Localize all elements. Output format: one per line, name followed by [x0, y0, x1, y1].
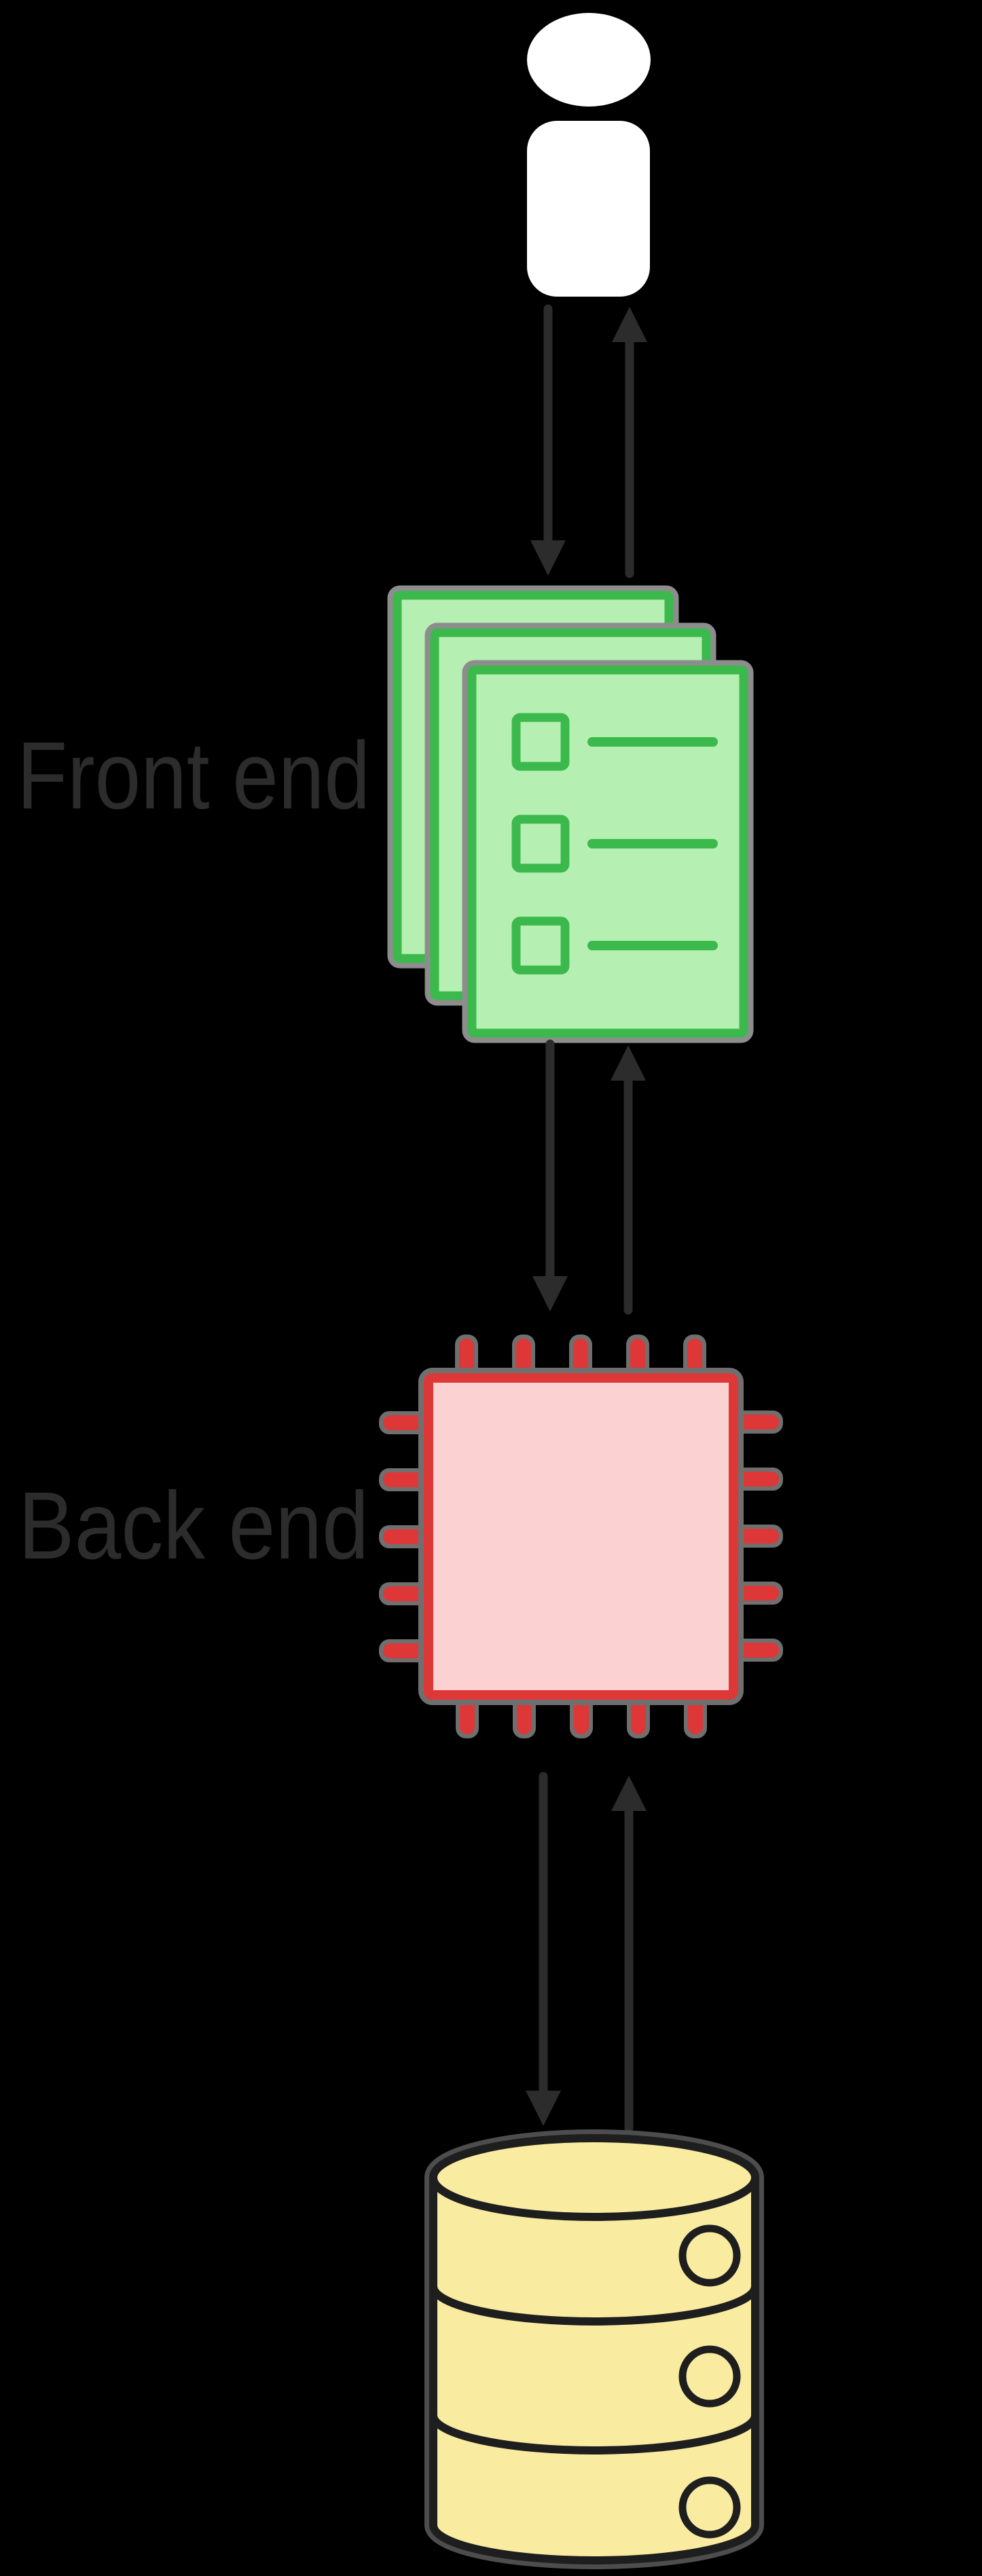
page-front: [462, 660, 754, 1043]
database-port-ring: [678, 2476, 741, 2539]
person-head: [527, 13, 651, 107]
backend-chip-icon: [379, 1334, 783, 1738]
database-port-ring: [678, 2345, 741, 2408]
database-divider: [429, 2414, 759, 2454]
arrow-up-icon: [611, 1045, 646, 1315]
arrows-backend-database: [526, 1772, 647, 2133]
frontend-pages-icon: [387, 585, 754, 1043]
database-cylinder-icon: [424, 2129, 764, 2569]
checkbox-icon: [511, 815, 570, 873]
chip-body: [424, 1373, 738, 1700]
arrow-down-icon: [530, 304, 566, 576]
arrow-up-icon: [612, 307, 647, 578]
arrow-down-icon: [526, 1772, 561, 2126]
arrow-up-icon: [611, 1776, 647, 2133]
database-divider: [429, 2285, 759, 2326]
arrow-down-icon: [532, 1039, 568, 1311]
database-port-ring: [678, 2224, 741, 2287]
checkbox-icon: [511, 916, 570, 975]
arrows-frontend-backend: [532, 1039, 646, 1315]
arrows-user-frontend: [530, 304, 647, 578]
front-end-label: Front end: [17, 722, 370, 829]
person-body: [527, 121, 650, 297]
database-top: [429, 2134, 759, 2221]
user-person-icon: [527, 13, 651, 297]
back-end-label: Back end: [18, 1472, 369, 1579]
checkbox-icon: [511, 713, 570, 771]
